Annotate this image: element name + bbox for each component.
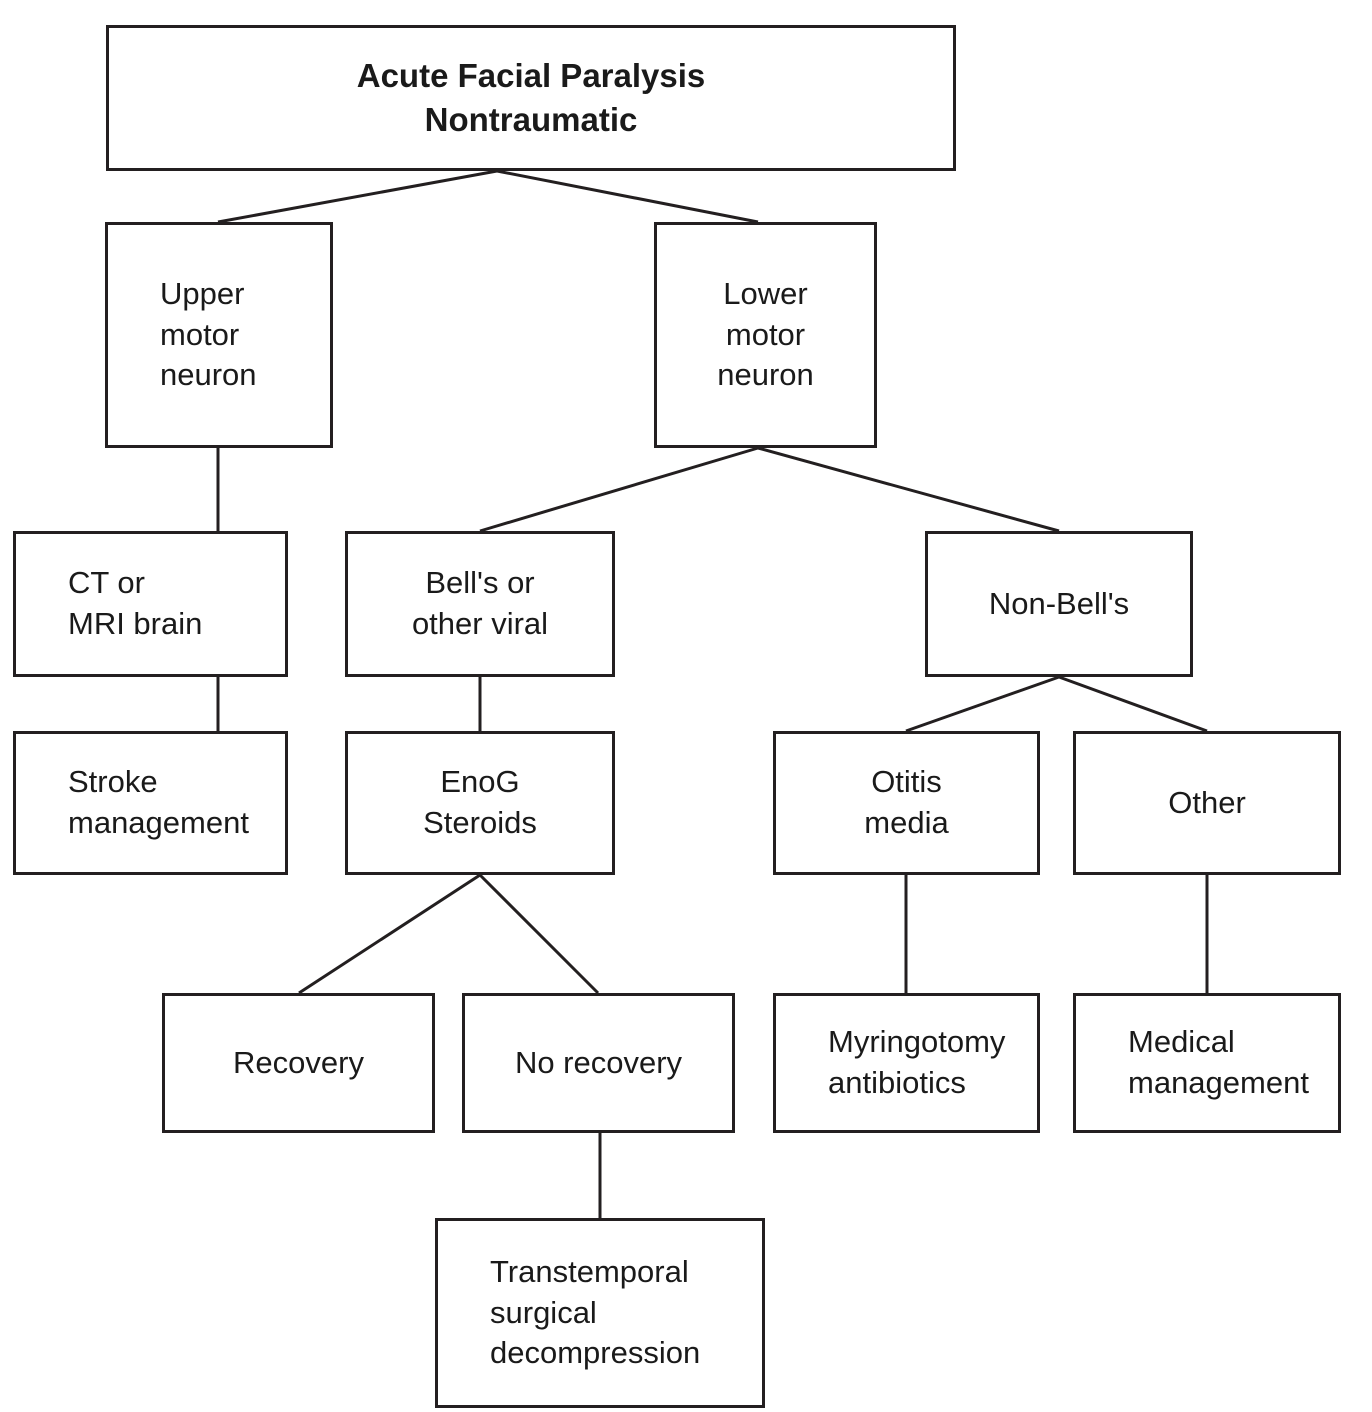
- node-lmn[interactable]: Lower motor neuron: [654, 222, 877, 448]
- node-enog[interactable]: EnoG Steroids: [345, 731, 615, 875]
- node-other[interactable]: Other: [1073, 731, 1341, 875]
- node-label-otitis: Otitis media: [864, 764, 949, 840]
- node-medical-mgmt[interactable]: Medical management: [1073, 993, 1341, 1133]
- node-label-bells: Bell's or other viral: [411, 565, 549, 641]
- edge-non-bells-to-otitis: [905, 675, 1060, 733]
- node-root[interactable]: Acute Facial Paralysis Nontraumatic: [106, 25, 956, 171]
- edge-enog-to-no-recovery: [478, 873, 600, 995]
- node-label-non-bells: Non-Bell's: [988, 585, 1130, 621]
- node-label-other: Other: [1168, 784, 1246, 820]
- node-umn[interactable]: Upper motor neuron: [105, 222, 333, 448]
- edge-non-bells-to-other: [1058, 675, 1208, 733]
- node-label-enog: EnoG Steroids: [423, 764, 537, 840]
- node-bells[interactable]: Bell's or other viral: [345, 531, 615, 677]
- node-recovery[interactable]: Recovery: [162, 993, 435, 1133]
- edge-root-to-lmn: [496, 169, 759, 224]
- node-no-recovery[interactable]: No recovery: [462, 993, 735, 1133]
- node-label-lmn: Lower motor neuron: [717, 275, 814, 393]
- node-ct-mri[interactable]: CT or MRI brain: [13, 531, 288, 677]
- edge-lmn-to-non-bells: [757, 446, 1060, 533]
- node-label-stroke-mgmt: Stroke management: [68, 764, 249, 840]
- edge-enog-to-recovery: [298, 873, 481, 995]
- node-label-recovery: Recovery: [233, 1044, 364, 1080]
- node-otitis[interactable]: Otitis media: [773, 731, 1040, 875]
- node-label-ct-mri: CT or MRI brain: [68, 565, 203, 641]
- edge-root-to-umn: [217, 169, 498, 224]
- node-transtemporal[interactable]: Transtemporal surgical decompression: [435, 1218, 765, 1408]
- node-label-no-recovery: No recovery: [514, 1044, 683, 1080]
- node-label-umn: Upper motor neuron: [160, 275, 257, 393]
- node-non-bells[interactable]: Non-Bell's: [925, 531, 1193, 677]
- node-label-root: Acute Facial Paralysis Nontraumatic: [356, 57, 706, 138]
- edge-lmn-to-bells: [479, 446, 759, 533]
- node-label-transtemporal: Transtemporal surgical decompression: [490, 1253, 701, 1371]
- node-myringotomy[interactable]: Myringotomy antibiotics: [773, 993, 1040, 1133]
- node-stroke-mgmt[interactable]: Stroke management: [13, 731, 288, 875]
- node-label-medical-mgmt: Medical management: [1128, 1024, 1309, 1100]
- node-label-myringotomy: Myringotomy antibiotics: [828, 1024, 1006, 1100]
